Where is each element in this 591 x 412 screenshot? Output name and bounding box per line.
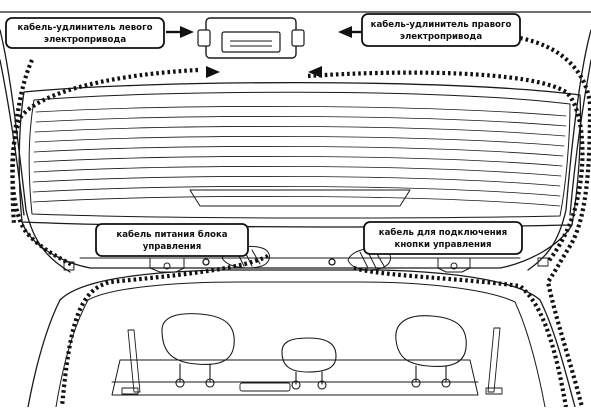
rear-window-frame	[18, 81, 582, 228]
cable-right-edge	[545, 107, 591, 408]
trunk-inner-right	[87, 281, 546, 408]
seatbelt-right	[487, 327, 501, 393]
body-left-contour	[0, 29, 71, 273]
headrest-center	[281, 337, 337, 390]
car-outline	[0, 11, 591, 408]
callout-right-extension-line2: электропривода	[400, 32, 482, 42]
callout-button-cable-line1: кабель для подключения	[379, 227, 507, 238]
callout-left-extension-box	[5, 17, 165, 49]
ball-stud-right	[328, 258, 336, 266]
trunk-opening-left	[27, 299, 61, 408]
headrest-left	[161, 313, 235, 388]
trunk-inner-left	[55, 299, 89, 408]
seatbelt-left	[127, 329, 141, 393]
arrow-right-extension-head	[338, 26, 352, 38]
cable-right-extension	[307, 70, 585, 264]
control-unit-connector-left	[197, 29, 211, 47]
belt-buckle-left	[121, 387, 139, 395]
seat-release-handle	[239, 382, 291, 392]
cable-left-edge	[10, 59, 34, 225]
belt-buckle-right	[485, 387, 503, 395]
control-unit-connector-right	[291, 29, 305, 47]
callout-button-cable: кабель для подключения кнопки управления	[363, 221, 523, 255]
window-heater-lines	[32, 106, 567, 207]
cable-left-extension	[10, 67, 199, 268]
hinge-right	[437, 257, 471, 273]
ball-stud-left	[202, 258, 210, 266]
callout-power-cable-line1: кабель питания блока	[116, 229, 227, 240]
latch-right	[537, 257, 549, 267]
callout-power-cable: кабель питания блока управления	[95, 223, 249, 257]
callout-right-extension-box	[361, 13, 521, 47]
rear-seat-back	[111, 359, 479, 396]
callout-left-extension-line1: кабель-удлинитель левого	[18, 22, 153, 33]
hinge-left	[149, 257, 185, 273]
arrow-cable-right	[308, 66, 322, 78]
callout-button-cable-box	[363, 221, 523, 255]
callout-left-extension-line2: электропривода	[44, 35, 126, 45]
cables	[10, 35, 591, 408]
body-right-inner	[569, 59, 591, 216]
control-unit-label-plate	[221, 31, 281, 53]
headrest-right	[395, 315, 467, 388]
callout-power-cable-box	[95, 223, 249, 257]
control-unit	[197, 17, 305, 59]
arrows	[166, 26, 362, 78]
brake-light-housing	[189, 189, 411, 207]
callout-right-extension: кабель-удлинитель правого электропривода	[361, 13, 521, 47]
cable-button	[353, 265, 569, 408]
cable-power	[59, 254, 269, 408]
callout-button-cable-line2: кнопки управления	[395, 240, 492, 250]
trunk-opening-right	[59, 269, 576, 408]
callout-power-cable-line2: управления	[143, 242, 202, 252]
arrow-cable-left	[206, 66, 220, 78]
callout-left-extension: кабель-удлинитель левого электропривода	[5, 17, 165, 49]
tailgate-lower-edge	[21, 221, 573, 269]
arrow-left-extension-head	[180, 26, 194, 38]
body-right-contour	[527, 29, 591, 271]
callout-right-extension-line1: кабель-удлинитель правого	[371, 19, 512, 30]
rear-window-inner	[28, 91, 571, 219]
cable-right-top	[519, 35, 591, 105]
